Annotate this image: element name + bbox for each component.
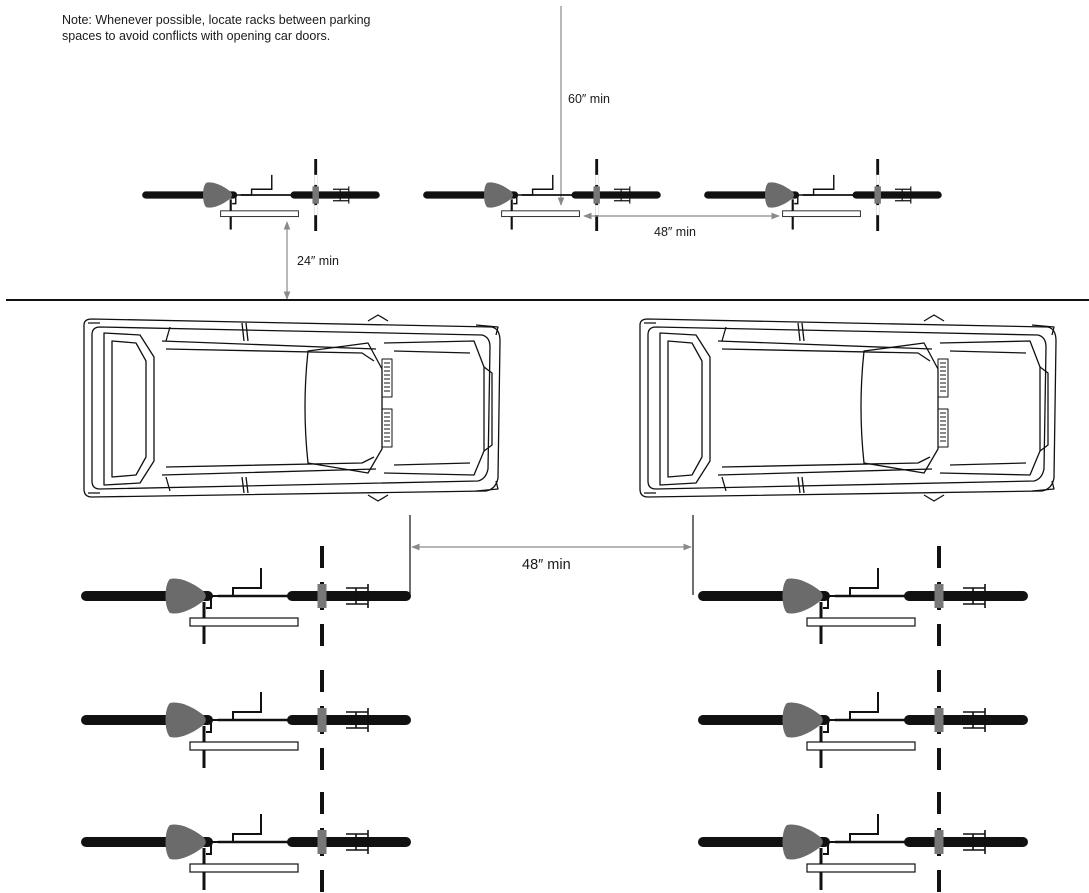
curb-clearance-label: 24″ min <box>297 254 339 268</box>
bicycle-rack-top-1 <box>146 159 376 231</box>
bicycle-rack-left-2 <box>86 670 406 770</box>
car-left <box>83 314 501 502</box>
aisle-clearance-label: 60″ min <box>568 92 610 106</box>
bicycle-rack-right-1 <box>703 546 1023 646</box>
top-rack-spacing-label: 48″ min <box>654 225 696 239</box>
bicycle-rack-right-3 <box>703 792 1023 892</box>
bicycle-rack-right-2 <box>703 670 1023 770</box>
bicycle-rack-top-2 <box>427 159 657 231</box>
note-line-2: spaces to avoid conflicts with opening c… <box>62 29 330 43</box>
car-right <box>639 314 1057 502</box>
bicycle-rack-left-1 <box>86 546 406 646</box>
note-line-1: Note: Whenever possible, locate racks be… <box>62 13 371 27</box>
bicycle-rack-left-3 <box>86 792 406 892</box>
bicycle-rack-top-3 <box>708 159 938 231</box>
between-cars-spacing-label: 48″ min <box>522 557 571 573</box>
